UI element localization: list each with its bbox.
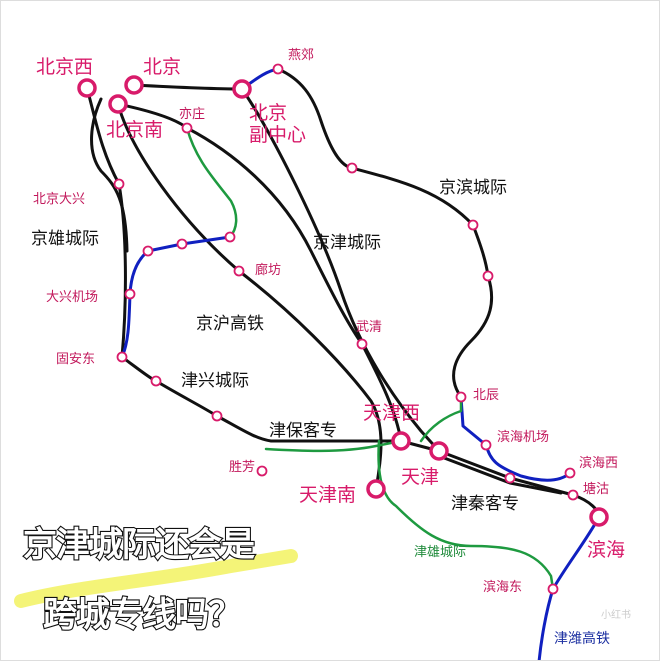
major-station-marker (232, 79, 252, 99)
major-station-marker (589, 507, 609, 527)
station-dot (224, 231, 236, 243)
line-jingjin (116, 102, 403, 443)
major-station-label: 天津 (401, 466, 439, 488)
label-jingxiong: 京雄城际 (31, 229, 99, 249)
minor-station-marker (113, 178, 125, 190)
minor-station-label: 滨海机场 (497, 429, 549, 445)
minor-station-marker (567, 489, 579, 501)
line-jingjin-b (240, 87, 441, 453)
highlight-stroke (14, 549, 298, 608)
minor-station-label: 燕郊 (288, 47, 314, 63)
minor-station-label: 固安东 (56, 352, 95, 367)
label-jinqin: 津秦客专 (451, 494, 519, 514)
minor-station-label: 北辰 (473, 388, 499, 403)
line-yizhuang-green (185, 126, 238, 239)
minor-station-marker (181, 122, 193, 134)
station-dot (150, 375, 162, 387)
label-jinghu: 京沪高铁 (196, 314, 264, 334)
line-beijing-fuzhongxin (132, 83, 244, 91)
minor-station-marker (124, 288, 136, 300)
line-jinxiong (377, 439, 555, 591)
station-dot (211, 410, 223, 422)
label-jinxiong: 津雄城际 (414, 545, 466, 560)
headline-line-1: 京津城际还会是 (23, 525, 255, 565)
minor-station-label: 滨海东 (483, 579, 522, 595)
minor-station-marker (116, 351, 128, 363)
minor-station-label: 胜芳 (229, 460, 255, 475)
station-dot (142, 245, 154, 257)
watermark: 小红书 (601, 608, 631, 621)
major-station-marker (429, 441, 449, 461)
major-station-label: 滨海 (587, 539, 625, 561)
major-station-label: 北京西 (36, 56, 93, 78)
minor-station-label: 北京大兴 (33, 192, 85, 207)
label-jinwei: 津潍高铁 (554, 630, 610, 647)
minor-station-marker (272, 63, 284, 75)
minor-station-marker (233, 265, 245, 277)
line-jingbin (276, 67, 494, 399)
minor-station-label: 滨海西 (579, 455, 618, 471)
major-station-marker (366, 479, 386, 499)
station-dot (504, 472, 516, 484)
label-jinxing: 津兴城际 (181, 371, 249, 391)
line-beichen-green (419, 395, 463, 443)
label-jingbin: 京滨城际 (439, 178, 507, 198)
station-dot (176, 238, 188, 250)
headline-line-2: 跨城专线吗？ (43, 595, 241, 635)
line-daxing-airport (120, 235, 232, 359)
minor-station-marker (547, 583, 559, 595)
major-station-label: 副中心 (249, 124, 306, 146)
minor-station-label: 大兴机场 (46, 290, 98, 305)
minor-station-label: 亦庄 (179, 106, 205, 122)
minor-station-marker (356, 338, 368, 350)
major-station-label: 北京 (249, 102, 287, 124)
minor-station-marker (256, 465, 268, 477)
line-jinghu (116, 102, 383, 491)
minor-station-marker (564, 467, 576, 479)
minor-station-label: 廊坊 (255, 262, 281, 278)
label-jingjin: 京津城际 (313, 233, 381, 253)
minor-station-marker (480, 439, 492, 451)
minor-station-label: 武清 (356, 320, 382, 335)
major-station-marker (124, 75, 144, 95)
label-jinbao: 津保客专 (269, 421, 337, 441)
major-station-marker (77, 78, 97, 98)
major-station-marker (108, 94, 128, 114)
minor-station-label: 塘沽 (583, 481, 609, 497)
major-station-label: 北京 (143, 56, 181, 78)
line-jinbao (264, 439, 403, 453)
station-dot (482, 270, 494, 282)
line-jingxiong-2 (90, 97, 129, 253)
station-dot (467, 219, 479, 231)
major-station-label: 天津西 (363, 402, 420, 424)
major-station-label: 天津南 (299, 484, 356, 506)
major-station-label: 北京南 (106, 119, 163, 141)
station-dot (346, 162, 358, 174)
major-station-marker (391, 431, 411, 451)
minor-station-marker (455, 391, 467, 403)
